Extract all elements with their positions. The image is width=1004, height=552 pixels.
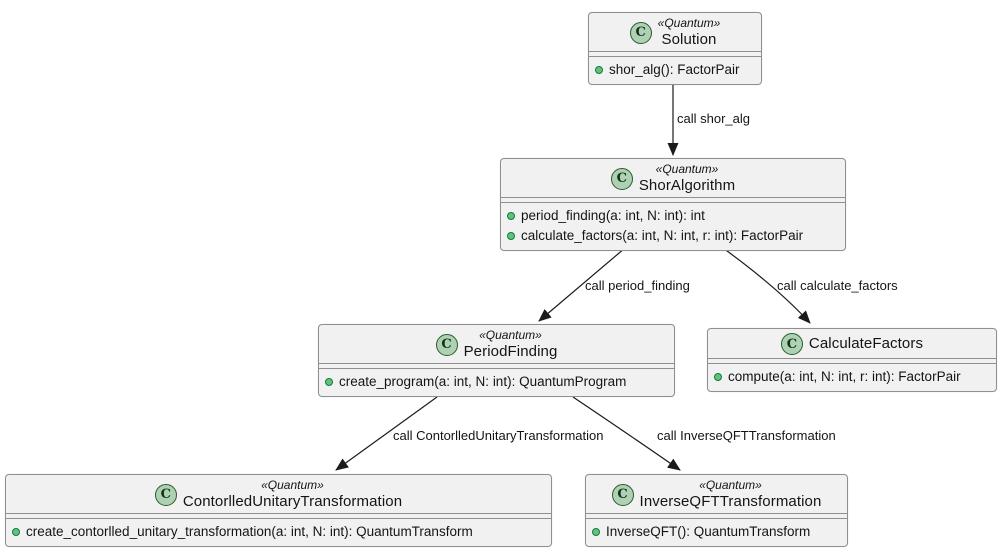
class-header: C «Quantum» Solution xyxy=(589,13,761,53)
method-signature: create_program(a: int, N: int): QuantumP… xyxy=(339,374,627,390)
class-header: C «Quantum» InverseQFTTransformation xyxy=(586,475,847,515)
method-signature: shor_alg(): FactorPair xyxy=(609,62,740,78)
class-header: C «Quantum» ShorAlgorithm xyxy=(501,159,845,199)
methods-compartment: create_program(a: int, N: int): QuantumP… xyxy=(319,369,674,396)
method-signature: InverseQFT(): QuantumTransform xyxy=(606,524,811,540)
fields-compartment xyxy=(501,198,845,204)
edge-label-call-shor-alg: call shor_alg xyxy=(677,111,750,126)
method-row: create_contorlled_unitary_transformation… xyxy=(12,522,545,542)
class-name: ShorAlgorithm xyxy=(638,176,736,194)
class-stereotype: «Quantum» xyxy=(657,16,721,30)
class-contorlledunitarytransformation: C «Quantum» ContorlledUnitaryTransformat… xyxy=(5,474,552,548)
edge-label-call-calculate-factors: call calculate_factors xyxy=(777,278,898,293)
methods-compartment: InverseQFT(): QuantumTransform xyxy=(586,519,847,546)
edge-label-call-inverse-qft-transformation: call InverseQFTTransformation xyxy=(657,428,836,443)
public-method-icon xyxy=(714,373,722,381)
method-row: shor_alg(): FactorPair xyxy=(595,60,755,80)
class-name: Solution xyxy=(661,30,717,48)
class-calculatefactors: C CalculateFactors compute(a: int, N: in… xyxy=(707,328,997,392)
methods-compartment: period_finding(a: int, N: int): int calc… xyxy=(501,203,845,250)
class-solution: C «Quantum» Solution shor_alg(): FactorP… xyxy=(588,12,762,86)
class-stereotype: «Quantum» xyxy=(655,162,719,176)
public-method-icon xyxy=(592,528,600,537)
fields-compartment xyxy=(319,364,674,370)
class-stereotype: «Quantum» xyxy=(479,328,542,342)
class-icon: C xyxy=(435,333,458,356)
class-periodfinding: C «Quantum» PeriodFinding create_program… xyxy=(318,324,675,398)
edge-label-call-period-finding: call period_finding xyxy=(585,278,690,293)
class-icon: C xyxy=(154,483,177,506)
class-icon: C xyxy=(611,483,634,506)
class-stereotype: «Quantum» xyxy=(261,478,324,492)
public-method-icon xyxy=(595,66,603,75)
method-signature: period_finding(a: int, N: int): int xyxy=(521,208,705,224)
public-method-icon xyxy=(507,212,515,221)
class-header: C «Quantum» ContorlledUnitaryTransformat… xyxy=(6,475,551,515)
method-row: compute(a: int, N: int, r: int): FactorP… xyxy=(714,367,990,387)
class-header: C CalculateFactors xyxy=(708,329,996,359)
method-signature: create_contorlled_unitary_transformation… xyxy=(26,524,473,540)
class-name: CalculateFactors xyxy=(808,335,924,353)
edge-label-call-contorlled-unitary-transformation: call ContorlledUnitaryTransformation xyxy=(393,428,604,443)
method-row: calculate_factors(a: int, N: int, r: int… xyxy=(507,226,839,246)
method-row: period_finding(a: int, N: int): int xyxy=(507,206,839,226)
class-shoralgorithm: C «Quantum» ShorAlgorithm period_finding… xyxy=(500,158,846,252)
class-icon: C xyxy=(629,21,652,44)
method-signature: compute(a: int, N: int, r: int): FactorP… xyxy=(728,369,961,384)
methods-compartment: shor_alg(): FactorPair xyxy=(589,57,761,84)
class-icon: C xyxy=(780,333,803,355)
class-name: PeriodFinding xyxy=(463,342,558,360)
class-icon: C xyxy=(610,167,633,190)
public-method-icon xyxy=(325,378,333,387)
method-signature: calculate_factors(a: int, N: int, r: int… xyxy=(521,228,804,244)
class-header: C «Quantum» PeriodFinding xyxy=(319,325,674,365)
public-method-icon xyxy=(507,232,515,241)
methods-compartment: compute(a: int, N: int, r: int): FactorP… xyxy=(708,364,996,391)
class-name: InverseQFTTransformation xyxy=(639,492,822,510)
fields-compartment xyxy=(589,52,761,58)
class-stereotype: «Quantum» xyxy=(699,478,762,492)
fields-compartment xyxy=(708,359,996,364)
fields-compartment xyxy=(6,514,551,520)
method-row: create_program(a: int, N: int): QuantumP… xyxy=(325,372,668,392)
public-method-icon xyxy=(12,528,20,537)
method-row: InverseQFT(): QuantumTransform xyxy=(592,522,841,542)
methods-compartment: create_contorlled_unitary_transformation… xyxy=(6,519,551,546)
class-inverseqfttransformation: C «Quantum» InverseQFTTransformation Inv… xyxy=(585,474,848,548)
fields-compartment xyxy=(586,514,847,520)
class-name: ContorlledUnitaryTransformation xyxy=(182,492,403,510)
